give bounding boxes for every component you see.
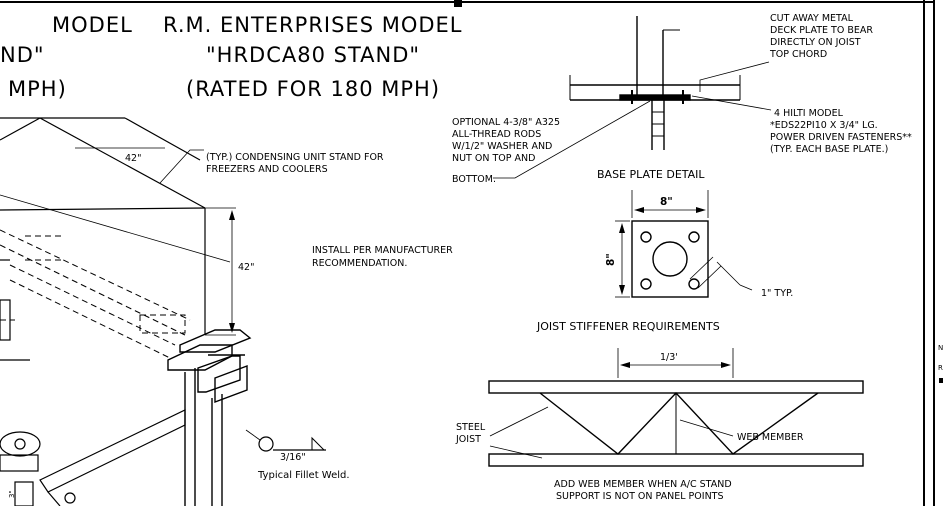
install-note-line1: INSTALL PER MANUFACTURER [312, 245, 453, 256]
joist-span-dim: 1/3' [660, 352, 678, 363]
side-panel-mark [939, 378, 943, 383]
joist-labels: JOIST STIFFENER REQUIREMENTS 1/3' STEEL … [455, 320, 804, 502]
title-left-line2: ND" [0, 43, 45, 67]
hole-note: 1" TYP. [761, 288, 793, 299]
base-plate-labels: CUT AWAY METAL DECK PLATE TO BEAR DIRECT… [452, 13, 912, 185]
cutaway-line4: TOP CHORD [769, 49, 827, 60]
joist-caption: JOIST STIFFENER REQUIREMENTS [536, 320, 720, 333]
steel-joist-line2: JOIST [455, 434, 481, 445]
weld-label: Typical Fillet Weld. [257, 470, 350, 481]
title-right-line1: R.M. ENTERPRISES MODEL [163, 13, 463, 37]
base-plate-detail [493, 16, 772, 179]
dim-side-42: 42" [238, 262, 254, 273]
plate-plan-labels: 8" 8" 1" TYP. [605, 196, 793, 299]
install-note-line2: RECOMMENDATION. [312, 258, 407, 269]
base-plate-caption: BASE PLATE DETAIL [597, 168, 705, 181]
weld-size: 3/16" [280, 452, 306, 463]
title-right-line2: "HRDCA80 STAND" [206, 43, 420, 67]
title-left-line1: MODEL [52, 13, 133, 37]
hilti-line2: *EDS22PI10 X 3/4" LG. [770, 120, 878, 131]
web-member-label: WEB MEMBER [737, 432, 804, 443]
side-panel: N R [938, 344, 943, 383]
typ-note-line2: FREEZERS AND COOLERS [206, 164, 328, 175]
side-panel-line1: N [938, 344, 943, 352]
plate-plan [615, 190, 753, 298]
joist-stiffener [488, 348, 864, 467]
cutaway-line3: DIRECTLY ON JOIST [770, 37, 861, 48]
hilti-line1: 4 HILTI MODEL [774, 108, 844, 119]
typ-note-line1: (TYP.) CONDENSING UNIT STAND FOR [206, 152, 384, 163]
isometric-labels: 42" (TYP.) CONDENSING UNIT STAND FOR FRE… [8, 152, 453, 498]
side-panel-line2: R [938, 364, 943, 372]
joist-note-line1: ADD WEB MEMBER WHEN A/C STAND [554, 479, 732, 490]
bottom-dim: 3" [8, 490, 16, 498]
title-left-block: MODEL ND" MPH) [0, 13, 133, 101]
rods-line1: OPTIONAL 4-3/8" A325 [452, 117, 560, 128]
hilti-line3: POWER DRIVEN FASTENERS** [770, 132, 912, 143]
rods-line4: NUT ON TOP AND [452, 153, 535, 164]
rods-line3: W/1/2" WASHER AND [452, 141, 552, 152]
cutaway-line1: CUT AWAY METAL [770, 13, 854, 24]
isometric-stand-view [0, 117, 326, 506]
cutaway-line2: DECK PLATE TO BEAR [770, 25, 873, 36]
joist-note-line2: SUPPORT IS NOT ON PANEL POINTS [556, 491, 724, 502]
hilti-line4: (TYP. EACH BASE PLATE.) [770, 144, 888, 155]
title-right-line3: (RATED FOR 180 MPH) [186, 77, 440, 101]
rods-line5: BOTTOM. [452, 174, 496, 185]
rods-line2: ALL-THREAD RODS [452, 129, 541, 140]
title-right-block: R.M. ENTERPRISES MODEL "HRDCA80 STAND" (… [163, 13, 463, 101]
steel-joist-line1: STEEL [456, 422, 486, 433]
title-left-line3: MPH) [8, 77, 67, 101]
dim-top-42: 42" [125, 153, 141, 164]
plate-height-dim: 8" [605, 253, 617, 266]
plate-width-dim: 8" [660, 196, 673, 208]
